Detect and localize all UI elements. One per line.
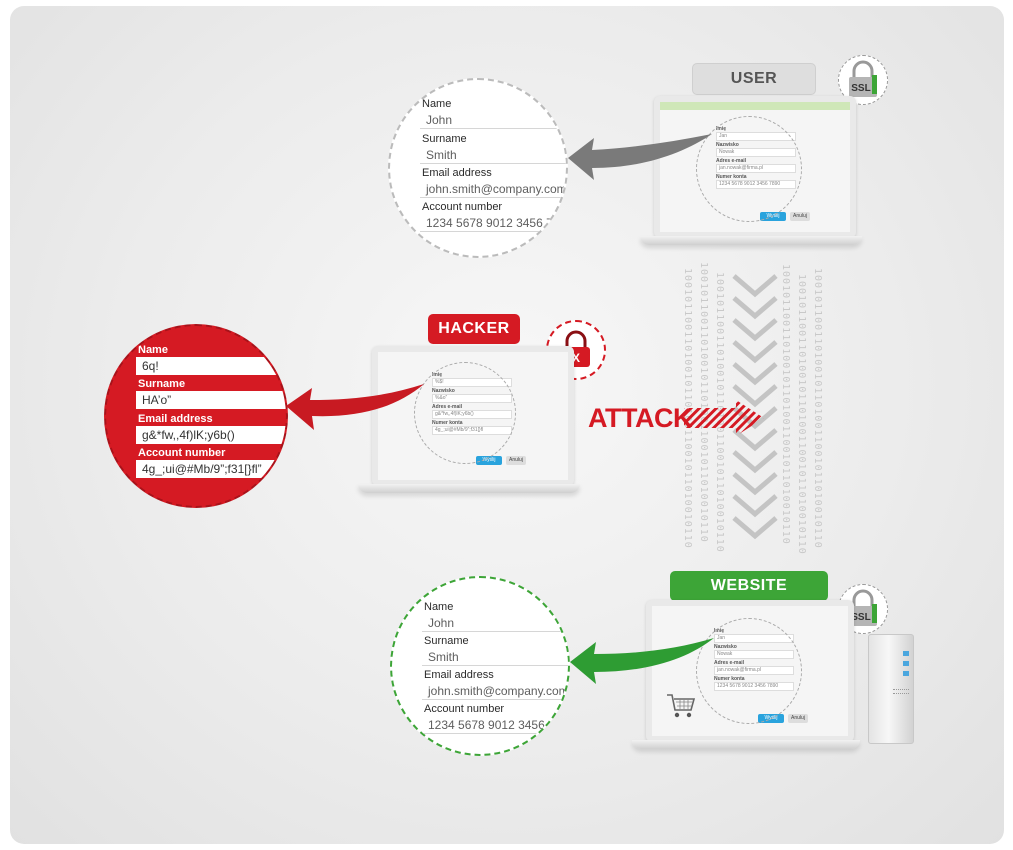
shopping-cart-icon <box>667 694 696 718</box>
ssl-lock-icon: SSL <box>849 60 877 97</box>
attack-label: ATTACK <box>588 403 692 433</box>
surname-field[interactable]: Smith <box>420 146 566 164</box>
email-field[interactable]: john.smith@company.com <box>420 180 566 198</box>
arrow-left-icon <box>570 638 714 684</box>
account-field[interactable]: 1234 5678 9012 3456 7 <box>420 214 566 232</box>
surname-label: Surname <box>138 378 186 390</box>
laptop-base <box>632 740 860 749</box>
account-label: Account number <box>422 201 503 213</box>
server-drive-led <box>903 651 909 656</box>
account-field[interactable]: 4g_;ui@#Mb/9”;f31[}fl” <box>136 460 286 478</box>
server-vent <box>893 689 909 694</box>
user-zoom-form: Name John Surname Smith Email address jo… <box>388 78 568 258</box>
email-field[interactable]: g&*fw,,4f)lK;y6b() <box>136 426 286 444</box>
mini-cancel-button[interactable]: Anuluj <box>790 212 810 221</box>
name-label: Name <box>424 601 454 613</box>
name-field[interactable]: 6q! <box>136 357 286 375</box>
server-drive-led <box>903 671 909 676</box>
arrow-right-icon <box>684 400 764 436</box>
account-label: Account number <box>424 703 505 715</box>
surname-field[interactable]: HA’o” <box>136 391 286 409</box>
email-label: Email address <box>422 167 492 179</box>
chevron-down-icon <box>732 274 778 540</box>
email-label: Email address <box>138 413 213 425</box>
mini-submit-button[interactable]: Wyślij <box>476 456 502 465</box>
ssl-text: SSL <box>851 83 870 94</box>
server-tower <box>868 634 914 744</box>
ssl-lock-icon: SSL <box>849 589 877 626</box>
email-label: Email address <box>424 669 494 681</box>
surname-field[interactable]: Smith <box>422 648 568 666</box>
laptop-base <box>358 484 580 493</box>
laptop-base <box>640 236 862 245</box>
ssl-text: SSL <box>851 612 870 623</box>
binary-column: 1001011001101001011010011001011010010110 <box>812 268 823 549</box>
mini-cancel-button[interactable]: Anuluj <box>506 456 526 465</box>
laptop-screen: Imię %$! Nazwisko %&o” Adres e-mail g&*f… <box>372 346 574 486</box>
name-label: Name <box>422 98 452 110</box>
server-drive-led <box>903 661 909 666</box>
magnifier-circle <box>696 116 802 222</box>
binary-column: 1001011001101001011010011001011010010110 <box>796 274 807 555</box>
server-zoom-form: Name John Surname Smith Email address jo… <box>390 576 570 756</box>
surname-label: Surname <box>424 635 469 647</box>
binary-column: 1001011001101001011010011001011010010110 <box>698 262 709 543</box>
name-field[interactable]: John <box>422 614 568 632</box>
hacker-label: HACKER <box>428 314 520 344</box>
name-field[interactable]: John <box>420 111 566 129</box>
x-mark: X <box>572 351 580 365</box>
arrow-left-icon <box>568 134 712 180</box>
binary-column: 1001011001101001011010011001011010010110 <box>780 264 791 545</box>
hacker-zoom-form: Name 6q! Surname HA’o” Email address g&*… <box>104 324 288 508</box>
arrow-left-icon <box>286 384 424 430</box>
illustration-canvas: 1001011001101001011010011001011010010110… <box>10 6 1004 844</box>
mini-cancel-button[interactable]: Anuluj <box>788 714 808 723</box>
account-label: Account number <box>138 447 226 459</box>
laptop-screen: Imię Jan Nazwisko Nowak Adres e-mail jan… <box>654 96 856 238</box>
surname-label: Surname <box>422 133 467 145</box>
website-label: WEBSITE (SERVER) <box>670 571 828 624</box>
name-label: Name <box>138 344 168 356</box>
laptop-screen: Imię Jan Nazwisko Nowak Adres e-mail jan… <box>646 600 854 742</box>
magnifier-circle <box>696 618 802 724</box>
email-field[interactable]: john.smith@company.com <box>422 682 568 700</box>
magnifier-circle <box>414 362 516 464</box>
user-label: USER <box>692 63 816 95</box>
browser-bar <box>660 102 850 110</box>
account-field[interactable]: 1234 5678 9012 3456 7 <box>422 716 568 734</box>
